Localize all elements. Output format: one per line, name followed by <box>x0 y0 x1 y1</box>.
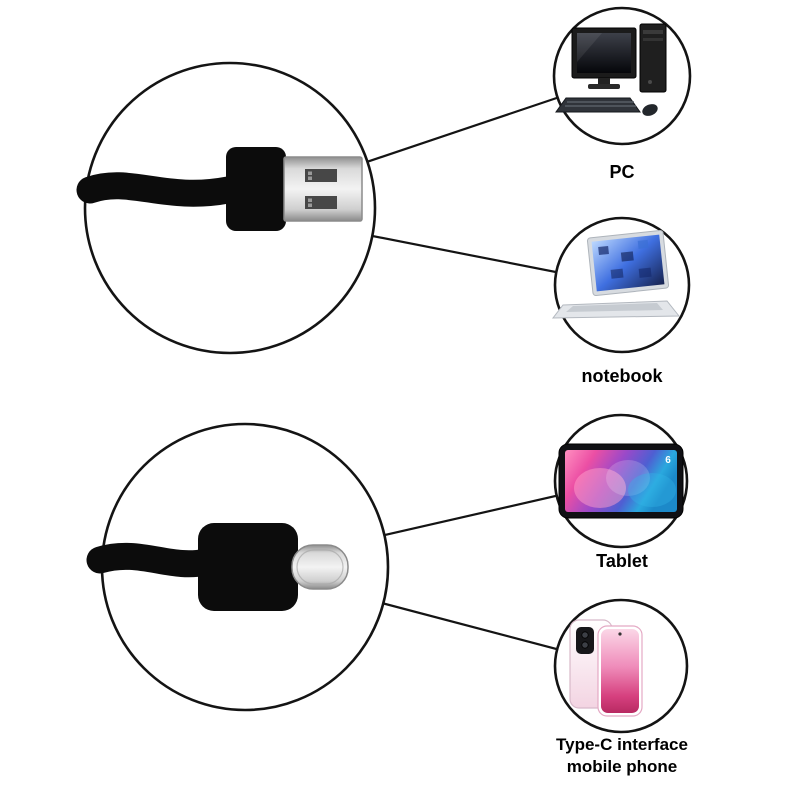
label-tablet: Tablet <box>596 551 648 571</box>
usb-a-connector-icon <box>76 147 363 231</box>
phone-icon <box>569 619 643 717</box>
tablet-screen-mark: 6 <box>665 455 671 466</box>
label-phone: Type-C interface mobile phone <box>556 735 688 777</box>
notebook-icon <box>551 229 681 319</box>
label-pc: PC <box>609 162 635 182</box>
label-notebook: notebook <box>581 366 663 386</box>
tablet-icon: 6 <box>558 443 684 519</box>
pc-icon <box>555 23 667 116</box>
usb-c-connector-icon <box>86 523 349 611</box>
